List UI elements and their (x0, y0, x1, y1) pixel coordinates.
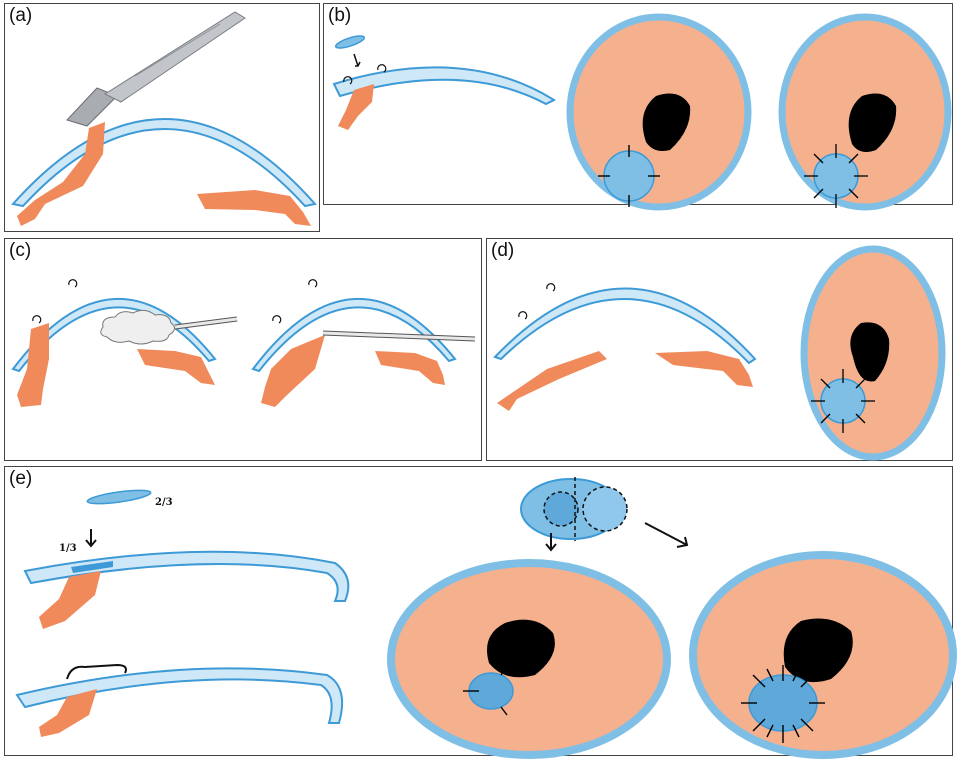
graft (334, 34, 365, 51)
arrow-icon (86, 529, 96, 546)
graft (604, 151, 654, 201)
arrow-icon (354, 54, 360, 66)
panel-d: (d) (486, 238, 953, 461)
iris-left (497, 351, 607, 411)
arrow-icon (645, 523, 687, 547)
graft (749, 675, 817, 731)
iris-right (655, 351, 753, 387)
panel-e: (e) 2/3 1/3 (4, 466, 953, 756)
cannula-icon (323, 333, 475, 339)
panel-e-illustration (5, 467, 954, 757)
panel-a-illustration (5, 4, 321, 233)
iris-right (375, 351, 445, 385)
scalpel-icon (67, 12, 245, 126)
panel-c-illustration (5, 239, 483, 462)
iris-left (17, 122, 105, 226)
cannula-icon (175, 319, 237, 327)
panel-d-illustration (487, 239, 954, 462)
iris-left (261, 335, 325, 407)
panel-b-illustration (324, 4, 954, 206)
graft-segment-large (583, 487, 627, 531)
panel-c: (c) (4, 238, 482, 461)
cornea (495, 288, 755, 363)
panel-a: (a) (4, 3, 320, 232)
graft-segment-small (544, 492, 578, 526)
panel-b: (b) (323, 3, 953, 205)
graft (87, 488, 152, 507)
air-bubble-icon (101, 310, 175, 344)
